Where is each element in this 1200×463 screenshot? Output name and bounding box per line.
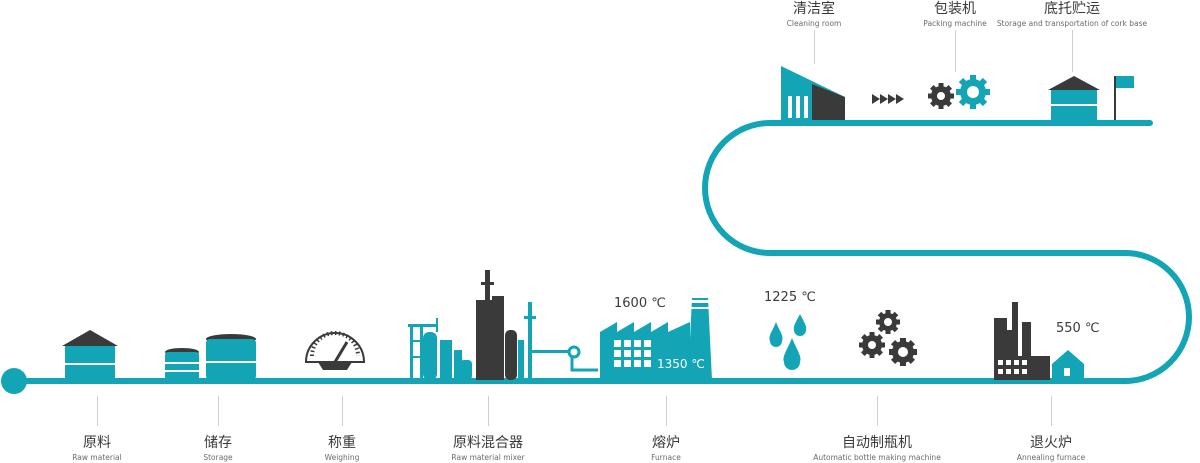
step-name-cn: 原料混合器 [453,435,523,451]
step-name-cn: 原料 [83,435,111,451]
furnace-inner-temperature: 1350 ℃ [657,357,705,371]
leader-line [488,396,489,426]
step-label-storage: 储存 Storage [203,434,232,463]
step-name-cn: 称重 [327,435,356,451]
leader-line [666,396,667,426]
annealing-factory-icon [994,302,1084,380]
step-name-en: Annealing furnace [1016,453,1086,462]
step-name-cn: 清洁室 [792,1,835,17]
flow-line [11,120,1192,384]
cleaning-room-icon [781,66,845,120]
step-name-en: Furnace [651,453,681,462]
step-name-en: Cleaning room [786,19,842,28]
leader-line [955,30,956,72]
flow-arrows-icon [872,94,904,104]
step-label-furnace: 熔炉 Furnace [651,434,681,463]
step-name-en: Storage and transportation of cork base [996,19,1148,28]
leader-line [877,396,878,426]
mixer-plant-icon [408,270,598,380]
step-name-en: Weighing [324,453,360,462]
step-name-cn: 底托贮运 [1044,1,1100,17]
scale-gauge-icon [304,331,366,370]
step-name-cn: 储存 [203,435,232,451]
step-name-en: Automatic bottle making machine [813,453,941,462]
leader-line [342,396,343,426]
step-name-cn: 自动制瓶机 [842,435,912,451]
molten-drops-icon [769,314,807,370]
leader-line [218,396,219,426]
step-label-mixer: 原料混合器 Raw material mixer [451,434,524,463]
annealing-temperature: 550 ℃ [1056,321,1100,336]
step-label-bottle-machine: 自动制瓶机 Automatic bottle making machine [813,434,941,463]
step-name-cn: 熔炉 [651,435,680,451]
step-name-en: Raw material mixer [451,453,525,462]
storage-tanks-icon [165,334,256,380]
leader-line [97,396,98,426]
flow-start-dot [1,368,27,394]
step-name-en: Raw material [72,453,122,462]
step-label-weighing: 称重 Weighing [325,434,360,463]
step-label-cleaning-room: 清洁室 Cleaning room [787,0,842,29]
packing-machine-gears-icon [928,75,990,109]
step-name-cn: 退火炉 [1029,435,1072,451]
step-label-raw-material: 原料 Raw material [72,434,121,463]
cork-base-storage-icon [1048,76,1134,120]
bottle-machine-temperature: 1225 ℃ [764,290,816,305]
step-label-packing-machine: 包装机 Packing machine [923,0,986,29]
leader-line [814,30,815,64]
raw-material-icon [62,330,118,380]
leader-line [1072,30,1073,72]
step-name-cn: 包装机 [934,1,976,17]
step-label-cork-base-storage: 底托贮运 Storage and transportation of cork … [997,0,1147,29]
step-label-annealing: 退火炉 Annealing furnace [1017,434,1085,463]
leader-line [1051,396,1052,426]
furnace-top-temperature: 1600 ℃ [614,296,666,311]
furnace-factory-icon [600,298,712,380]
step-name-en: Storage [203,453,233,462]
bottle-machine-gears-icon [859,310,917,366]
step-name-en: Packing machine [923,19,987,28]
